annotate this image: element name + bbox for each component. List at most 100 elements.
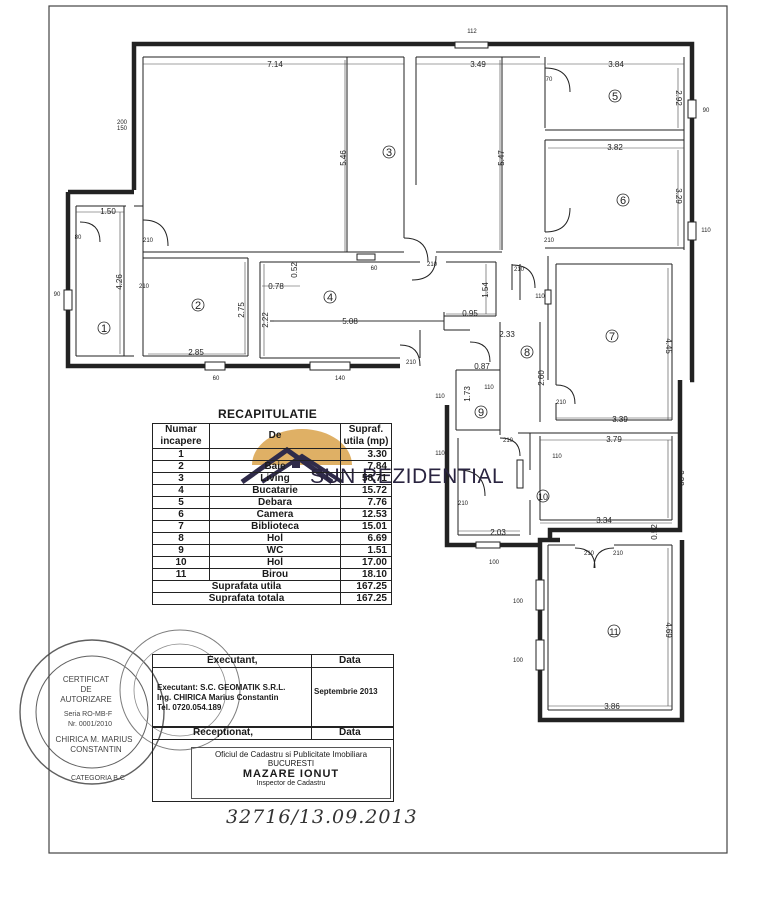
executant-company: Executant: S.C. GEOMATIK S.R.L.: [157, 683, 286, 692]
executant-block: Executant, Data Executant: S.C. GEOMATIK…: [152, 654, 394, 728]
opening-label: 80: [75, 235, 82, 241]
stamp-text: CONSTANTIN: [70, 745, 122, 754]
opening-label: 210: [139, 284, 150, 290]
opening-label: 90: [703, 108, 710, 114]
stamp-text: Seria RO-MB-F: [64, 711, 112, 718]
opening-label: 200: [117, 120, 128, 126]
opening-label: 90: [54, 292, 61, 298]
ocpi-role: Inspector de Cadastru: [256, 780, 326, 787]
opening-label: 100: [513, 599, 524, 605]
opening-label: 210: [613, 551, 624, 557]
opening-label: 100: [489, 560, 500, 566]
ocpi-inspector: MAZARE IONUT: [242, 768, 340, 780]
opening-label: 110: [484, 385, 494, 391]
ocpi-office: Oficiul de Cadastru si Publicitate Imobi…: [214, 750, 368, 759]
room-markers: [97, 89, 630, 638]
room-marker-5: [608, 89, 622, 103]
dim-label: 2.03: [490, 528, 506, 537]
col-suprafata: Supraf. utila (mp): [340, 423, 392, 449]
dim-label: 3.82: [607, 143, 623, 152]
opening-label: 60: [213, 376, 220, 382]
opening-label: 110: [435, 394, 445, 400]
col-denumire: De: [209, 423, 341, 449]
room-number-11: 11: [609, 627, 618, 637]
dim-label: 5.46: [339, 150, 348, 166]
dim-label: 2.85: [188, 348, 204, 357]
dim-label: 0.52: [650, 524, 659, 540]
room-marker-9: [474, 405, 488, 419]
room-marker-7: [605, 329, 619, 343]
dim-label: 2.75: [237, 302, 246, 318]
room-marker-4: [323, 290, 337, 304]
opening-label: 210: [503, 438, 514, 444]
col-numar: Numar incapere: [152, 423, 210, 449]
receptionat-date-label: Data: [339, 727, 361, 738]
dim-label: 5.47: [497, 150, 506, 166]
dim-label: 2.33: [499, 330, 515, 339]
room-marker-3: [382, 145, 396, 159]
dim-label: 2.38: [676, 470, 685, 486]
opening-label: 210: [427, 262, 438, 268]
stamp-text: CATEGORIA B.C: [71, 775, 125, 782]
room-numbers: 1 2 3 4 5 6 7 8 9 10 11: [101, 91, 626, 637]
handwritten-reference: 32716/13.09.2013: [226, 806, 418, 828]
sheet-border: [48, 5, 728, 854]
interior-walls: [75, 56, 685, 711]
recap-header-row: Numar incapere De Supraf. utila (mp): [152, 423, 392, 449]
room-number-8: 8: [524, 347, 530, 359]
room-marker-10: [536, 489, 550, 503]
opening-label: 70: [546, 77, 553, 83]
dim-label: 5.08: [342, 317, 358, 326]
dim-label: 2.60: [537, 370, 546, 386]
room-marker-6: [616, 193, 630, 207]
dim-label: 3.79: [606, 435, 622, 444]
dim-label: 4.26: [115, 274, 124, 290]
room-number-6: 6: [620, 195, 626, 207]
opening-label: 110: [552, 454, 562, 460]
dim-label: 7.14: [267, 60, 283, 69]
opening-label: 110: [435, 451, 445, 457]
dimension-lines: [76, 60, 684, 707]
dimension-labels: 7.14 3.49 3.84 1.50 5.46 5.47 2.92 3.82 …: [100, 60, 685, 711]
windows: [63, 41, 697, 671]
dim-label: 1.50: [100, 207, 116, 216]
outer-walls: [65, 41, 695, 723]
room-number-2: 2: [195, 300, 201, 312]
dim-label: 3.39: [612, 415, 628, 424]
room-marker-8: [520, 345, 534, 359]
room-number-1: 1: [101, 323, 107, 335]
stamp-text: CERTIFICAT: [63, 675, 109, 684]
room-number-3: 3: [386, 147, 392, 159]
opening-label: 210: [514, 267, 525, 273]
recap-title: RECAPITULATIE: [218, 407, 318, 421]
stamp-text: Nr. 0001/2010: [68, 721, 112, 728]
dim-label: 3.49: [470, 60, 486, 69]
room-marker-11: [607, 624, 621, 638]
executant-label: Executant,: [207, 655, 258, 666]
dim-label: 1.73: [463, 386, 472, 402]
executant-engineer: Ing. CHIRICA Marius Constantin: [157, 693, 279, 702]
opening-label: 150: [117, 126, 128, 132]
room-number-7: 7: [609, 331, 615, 343]
dim-label: 0.78: [268, 282, 284, 291]
dim-label: 4.69: [664, 622, 673, 638]
opening-labels: 112 200 150 90 110 70 210 210 80 210 90 …: [54, 29, 712, 664]
dim-label: 0.87: [474, 362, 490, 371]
dim-label: 1.54: [481, 282, 490, 298]
opening-label: 210: [458, 501, 469, 507]
opening-label: 210: [556, 400, 567, 406]
dim-label: 0.52: [290, 262, 299, 278]
opening-label: 210: [406, 360, 417, 366]
